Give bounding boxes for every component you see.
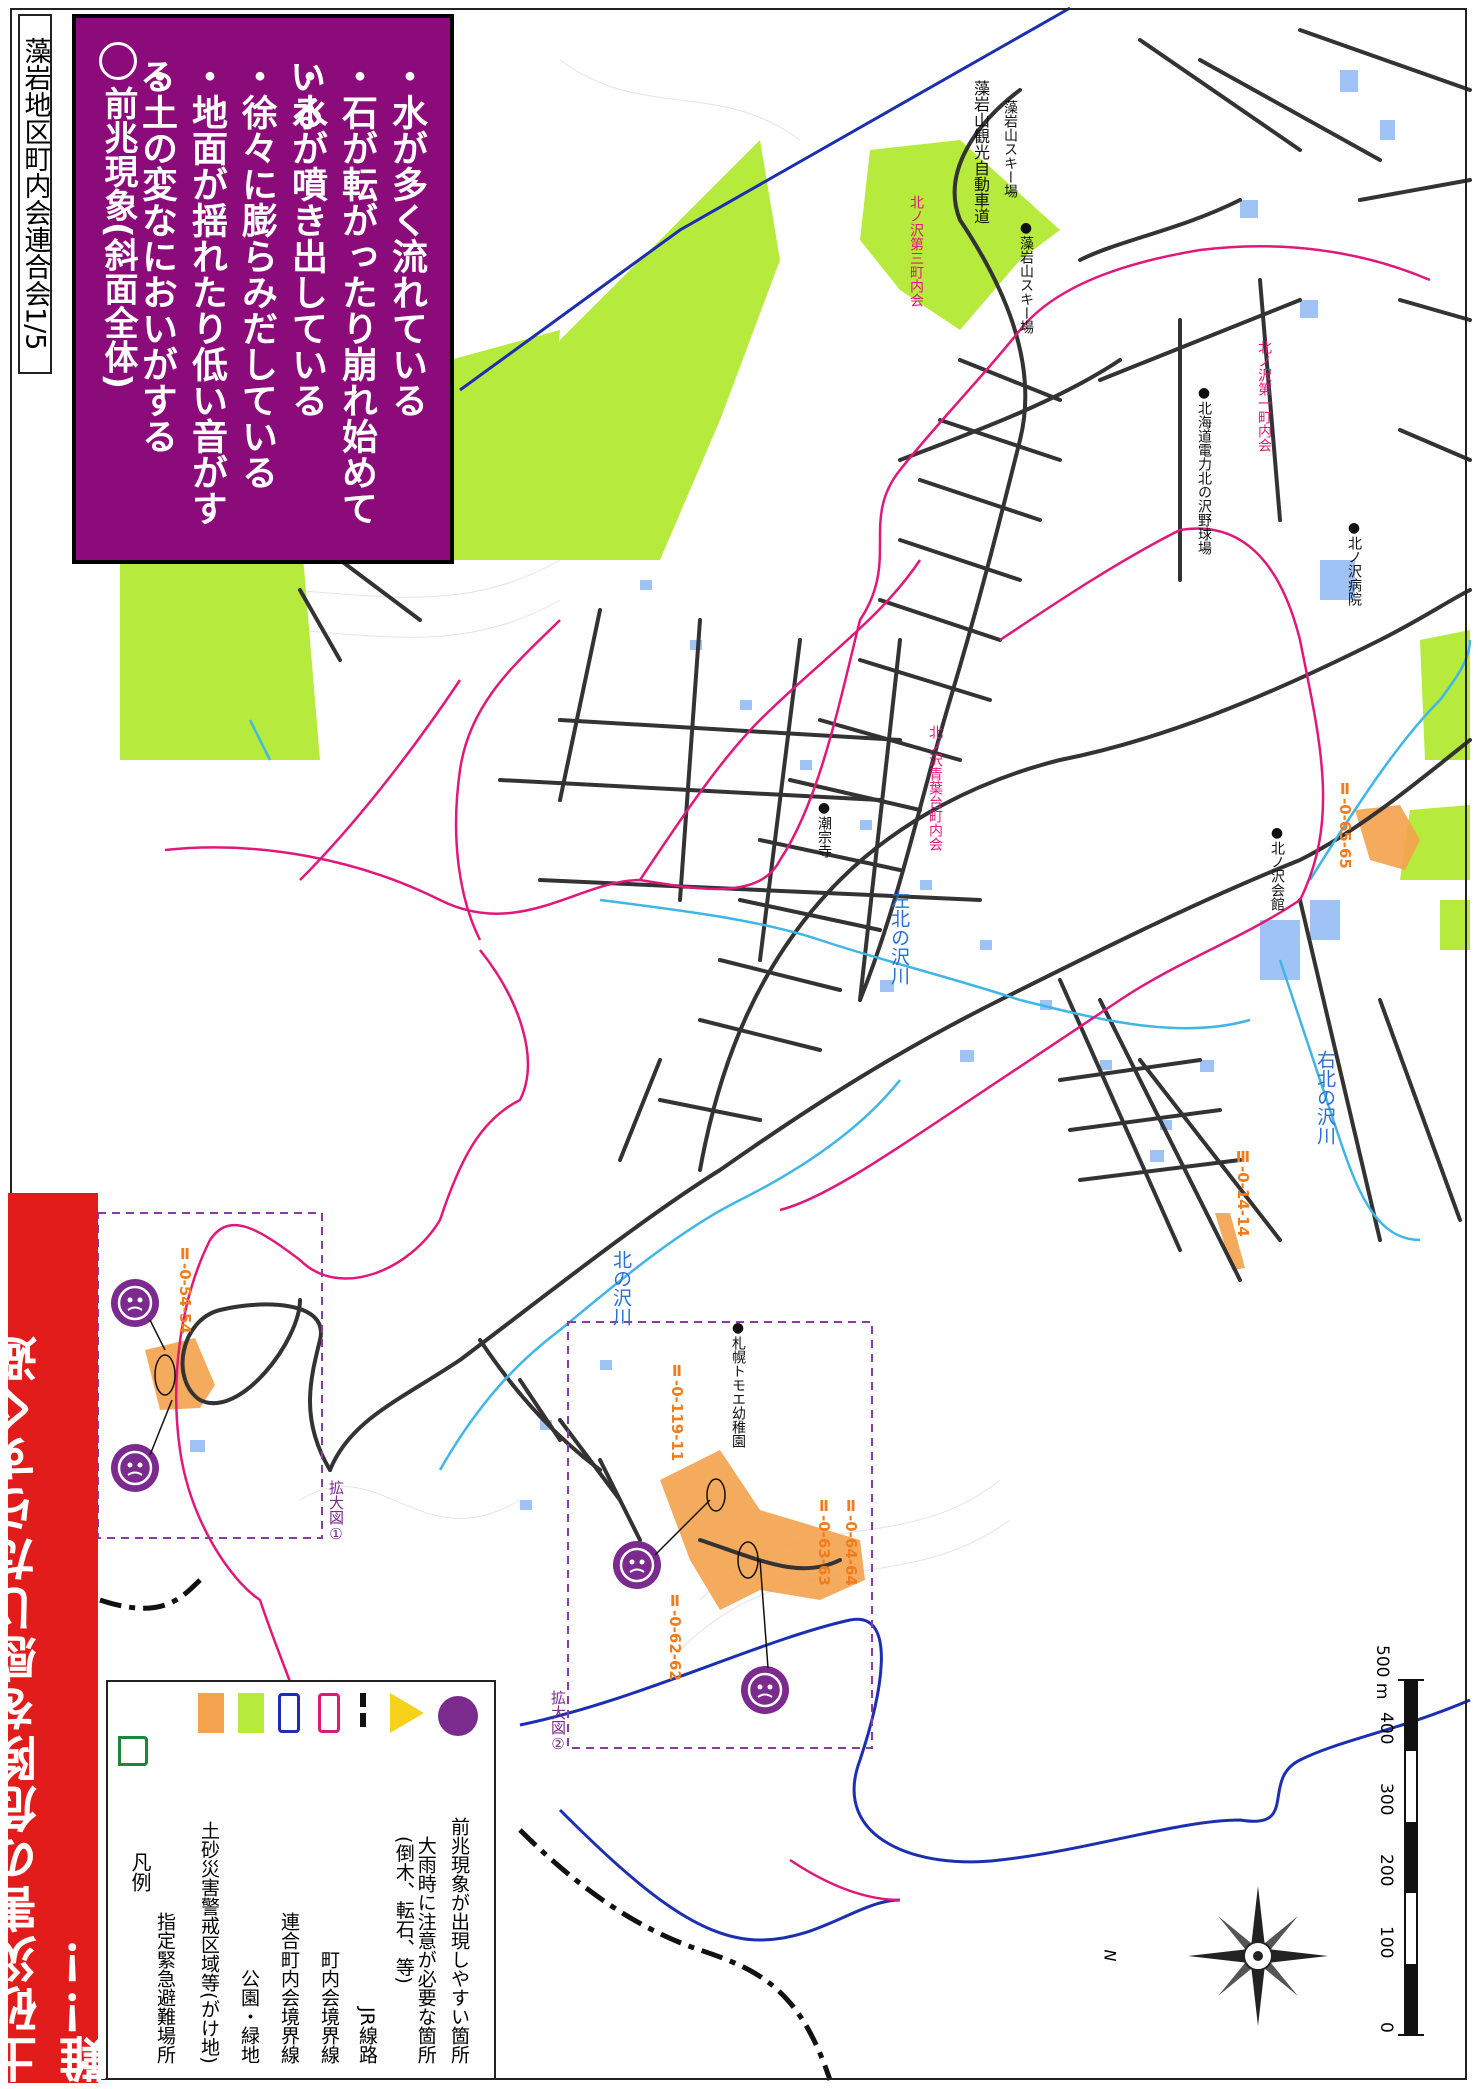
river-migi: [1278, 959, 1421, 1242]
chonaikai-label: 北ノ沢第一町内会: [1256, 340, 1272, 452]
omen-heading: 前兆現象(斜面全体): [94, 42, 143, 389]
omen-markers: [111, 1279, 789, 1714]
legend-label: JR線路: [356, 2007, 378, 2064]
hazard-code: Ⅱ-0-62-62: [666, 1592, 684, 1681]
zoom-label-1: 拡大図①: [327, 1480, 345, 1543]
scale-tick: 300: [1376, 1783, 1396, 1816]
hazard-area-h6: [1215, 1213, 1245, 1270]
hazard-code: Ⅱ-0-64-64: [842, 1497, 860, 1586]
compass-rose: [1188, 1886, 1328, 2026]
omen-face-icon: [613, 1541, 661, 1589]
park-area: [1440, 900, 1470, 950]
chonaikai-boundaries: [164, 245, 1431, 1902]
corner-title: 藻岩地区町内会連合会1/5: [18, 14, 52, 374]
road-network: [180, 28, 1472, 1571]
omen-warning-box: 前兆現象(斜面全体) ・水が多く流れている ・石が転がったり崩れ始めている ・水…: [72, 14, 454, 564]
legend-label: 公園・緑地: [238, 1969, 260, 2064]
zoom-boxes: [97, 1212, 873, 1749]
omen-item: ・地面が揺れたり低い音がする: [134, 58, 227, 526]
legend-label: 町内会境界線: [318, 1950, 340, 2064]
park-area: [860, 140, 1060, 330]
legend-label: 大雨時に注意が必要な箇所 (倒木、転石、等): [392, 1836, 437, 2064]
jr-line: [99, 1578, 833, 2081]
river-kitanosawa: [438, 1079, 901, 1471]
ski-label: 藻岩山スキー場: [1002, 100, 1018, 198]
omen-item: ・土の変なにおいがする: [136, 58, 177, 454]
pink-line-swatch: [318, 1693, 340, 1733]
temple-label: ●潮宗寺: [816, 800, 832, 858]
legend-label: 前兆現象が出現しやすい箇所: [448, 1817, 470, 2064]
shelter-icon: [118, 1736, 148, 1766]
river-label: 北の沢川: [610, 1250, 632, 1326]
omen-list: ・水が多く流れている ・石が転がったり崩れ始めている ・水が噴き出している ・徐…: [134, 58, 432, 558]
hazard-area-h2: [660, 1450, 865, 1610]
ballpark-label: ●北海道電力北の沢野球場: [1196, 385, 1212, 555]
zoom-box-1: [97, 1212, 323, 1539]
park-area: [1400, 805, 1470, 880]
park-area: [450, 330, 560, 560]
scale-tick: 0: [1376, 2022, 1396, 2033]
hazard-code: Ⅱ-0-54-54: [176, 1245, 194, 1334]
hazard-code: Ⅱ-0-65-65: [1336, 780, 1354, 869]
buildings: [190, 70, 1395, 1510]
omen-face-icon: [741, 1666, 789, 1714]
orange-area-swatch: [198, 1693, 224, 1733]
legend-label: 指定緊急避難場所: [154, 1912, 176, 2064]
winding-road: [180, 1298, 332, 1472]
caution-triangle-icon: [390, 1693, 424, 1733]
scale-tick: 100: [1376, 1926, 1396, 1959]
legend-title: 凡例: [128, 1852, 152, 1892]
hazard-area-h7: [1355, 805, 1420, 870]
hazard-code: Ⅲ-0-14-14: [1234, 1148, 1252, 1237]
chonaikai-label: 北ノ沢青葉台町内会: [927, 725, 943, 851]
omen-item: ・水が噴き出している: [286, 58, 327, 418]
ski-dot-label: ●藻岩山スキー場: [1018, 220, 1034, 334]
green-area-swatch: [238, 1693, 264, 1733]
expressway-road: [858, 88, 1028, 1002]
omen-face-icon: [438, 1696, 478, 1736]
scale-bar: [1398, 1679, 1424, 2036]
expressway-label: 藻岩山観光自動車道: [971, 80, 990, 224]
omen-item: ・水が多く流れている: [386, 58, 427, 418]
legend-label: 土砂災害警戒区域等(がけ地): [198, 1821, 220, 2064]
hall-label: ●北ノ沢会館: [1269, 825, 1285, 911]
main-road: [328, 738, 1472, 1472]
park-area: [120, 520, 320, 760]
federation-boundary: [459, 6, 1471, 1942]
park-area: [520, 140, 780, 560]
evacuation-banner: 土砂災害の危険を感じたらすぐ避難！！: [0, 1193, 116, 2083]
omen-item: ・徐々に膨らみだしている: [236, 58, 277, 490]
river-hidari: [599, 898, 1251, 1030]
scale-tick: 400: [1376, 1712, 1396, 1745]
river-label: 左北の沢川: [888, 890, 910, 985]
hazard-code: Ⅱ-0-63-63: [815, 1497, 833, 1586]
legend-label: 連合町内会境界線: [278, 1912, 300, 2064]
hospital-label: ●北ノ沢病院: [1346, 520, 1362, 606]
hazard-areas: [145, 805, 1420, 1610]
omen-face-icon: [99, 42, 137, 80]
scale-tick: 200: [1376, 1854, 1396, 1887]
omen-face-icon: [111, 1444, 159, 1492]
scale-unit: 500 m: [1372, 1645, 1392, 1700]
river-label: 右北の沢川: [1314, 1050, 1336, 1145]
kindergarten-label: ●札幌トモエ幼稚園: [730, 1320, 746, 1448]
park-areas: [120, 140, 1470, 950]
jr-line-swatch: [360, 1693, 366, 1733]
rivers: [248, 639, 1472, 1721]
compass-north-label: N: [1100, 1949, 1120, 1962]
omen-heading-text: 前兆現象(斜面全体): [98, 86, 138, 390]
hazard-code: Ⅱ-0-119-11: [668, 1362, 686, 1462]
legend-box: 凡例 指定緊急避難場所 土砂災害警戒区域等(がけ地) 公園・緑地 連合町内会境界…: [106, 1680, 496, 2080]
chonaikai-label: 北ノ沢第三町内会: [908, 195, 924, 307]
zoom-box-2: [567, 1321, 873, 1749]
blue-line-swatch: [278, 1693, 300, 1733]
omen-item: ・石が転がったり崩れ始めている: [284, 58, 377, 526]
zoom-label-2: 拡大図②: [549, 1690, 567, 1753]
main-road: [698, 588, 1472, 1172]
omen-face-icon: [111, 1279, 159, 1327]
